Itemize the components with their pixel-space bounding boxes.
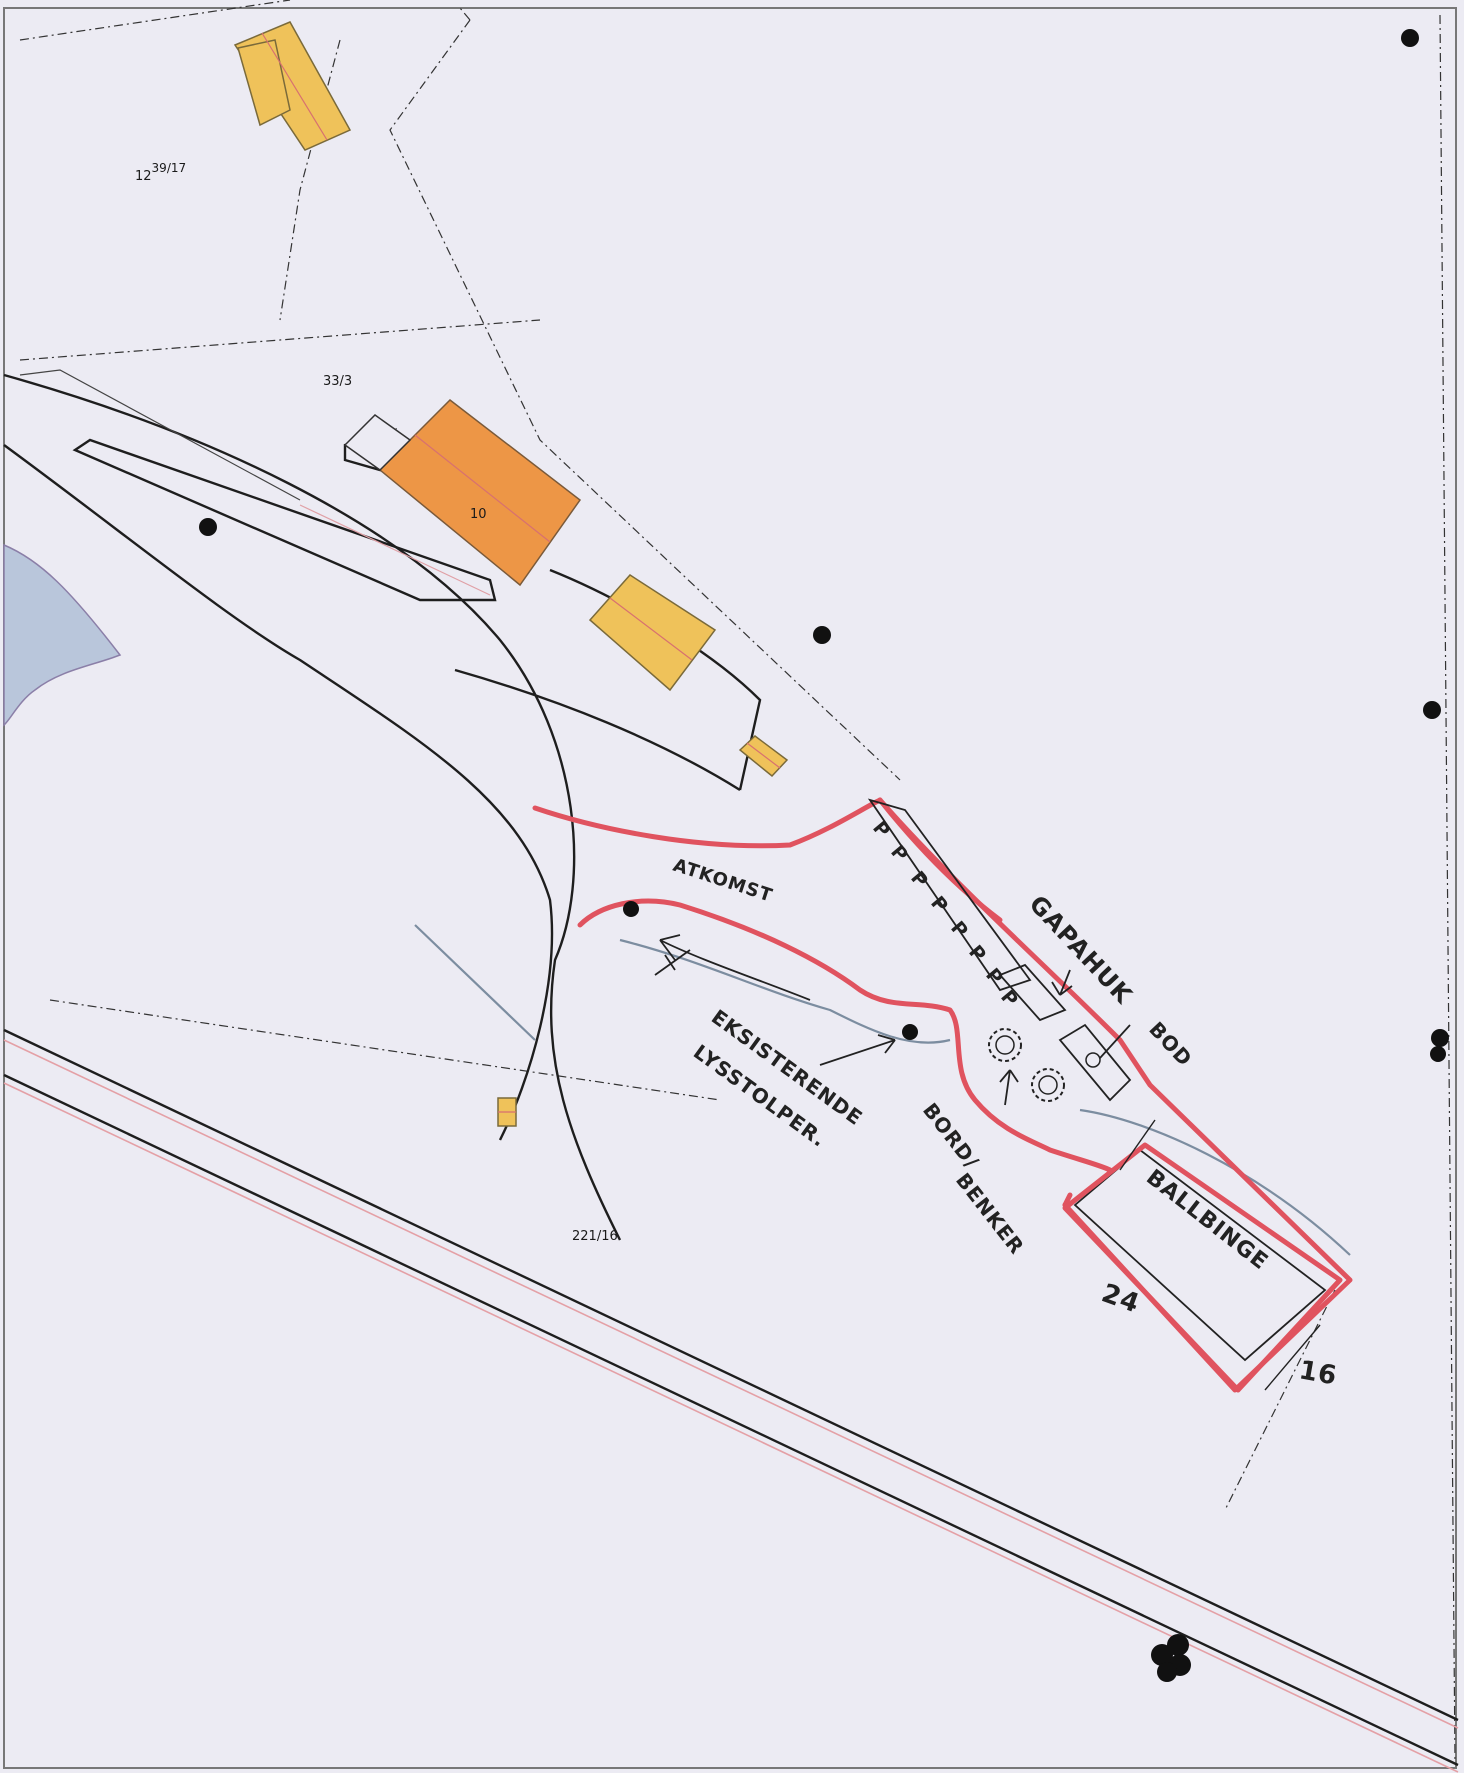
lamp-post-marker	[1401, 29, 1419, 47]
dim-line-2	[1264, 1324, 1321, 1391]
sketch-features	[654, 798, 1343, 1393]
building-main-orange	[343, 399, 582, 587]
buildings	[233, 21, 789, 1127]
house-number: 10	[470, 507, 487, 522]
gapahuk-arrow	[1051, 969, 1073, 996]
property-lines	[19, 0, 1456, 1761]
building-mid-yellow	[588, 574, 717, 692]
dimension-16: 16	[1297, 1355, 1340, 1391]
lamp-post-marker	[1430, 1046, 1446, 1062]
bord-arrow	[999, 1069, 1019, 1106]
building-small-yellow	[738, 735, 789, 778]
lamp-post-marker	[902, 1024, 918, 1040]
tree-marker	[1151, 1634, 1191, 1682]
lysstolpe-arrow	[819, 1034, 896, 1066]
building-tiny-yellow	[497, 1097, 517, 1127]
bod-shed	[1058, 1023, 1132, 1102]
lamp-post-marker	[623, 901, 639, 917]
bod-pointer	[1099, 1024, 1131, 1059]
main-road	[3, 1028, 1459, 1773]
map-frame	[3, 7, 1457, 1769]
x-mark	[654, 949, 691, 976]
dim-line	[1119, 1119, 1156, 1171]
table-bench-1	[988, 1028, 1022, 1062]
parking-strip	[867, 798, 1032, 992]
point-markers	[199, 29, 1449, 1682]
lamp-post-marker	[199, 518, 217, 536]
plot-number-mid: 33/3	[323, 374, 352, 389]
water-area	[3, 543, 122, 727]
bod-symbol	[1085, 1052, 1101, 1068]
ballbinge-outline-red	[1062, 1142, 1343, 1393]
streams	[414, 924, 1351, 1256]
table-bench-2	[1031, 1068, 1065, 1102]
plot-number-top: 1239/17	[135, 161, 186, 184]
plot-number-road: 221/16	[572, 1229, 618, 1244]
gapahuk-shelter	[998, 963, 1067, 1022]
building-top-yellow	[233, 21, 352, 151]
lamp-post-marker	[813, 626, 831, 644]
atkomst-arrow	[659, 934, 811, 1001]
sketch-boundary	[532, 797, 1353, 1393]
lamp-post-marker	[1431, 1029, 1449, 1047]
lamp-post-marker	[1423, 701, 1441, 719]
